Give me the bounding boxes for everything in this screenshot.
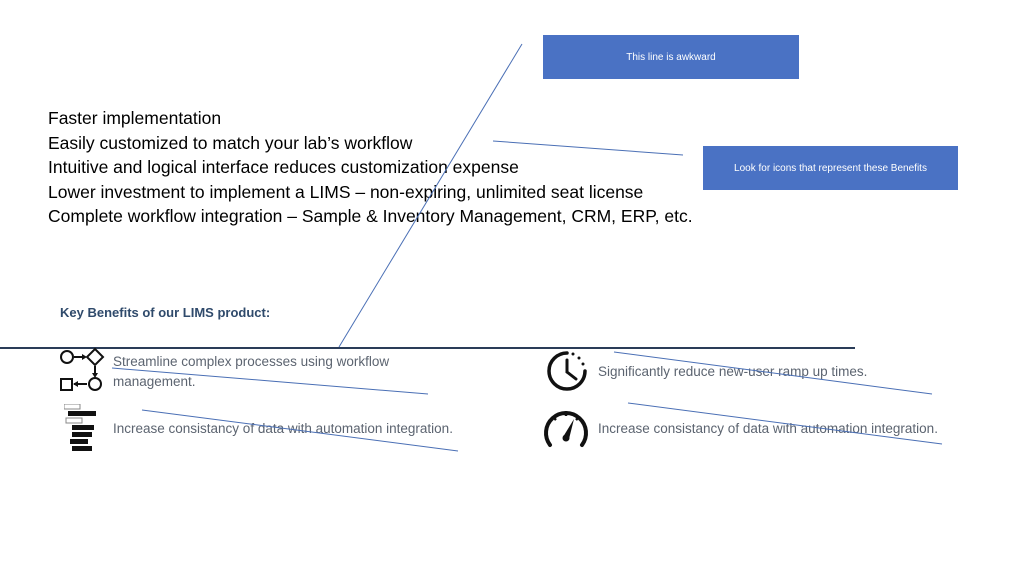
benefit-bullet-list: Faster implementation Easily customized … (48, 106, 693, 229)
benefit-workflow-text: Streamline complex processes using workf… (113, 354, 390, 389)
bullet-item: Complete workflow integration – Sample &… (48, 206, 693, 226)
bullet-item: Intuitive and logical interface reduces … (48, 157, 519, 177)
section-divider (0, 347, 855, 349)
clock-icon (547, 351, 587, 391)
bullet-item: Faster implementation (48, 108, 222, 128)
speedometer-icon (544, 411, 588, 447)
bullet-item: Easily customized to match your lab’s wo… (48, 132, 413, 153)
benefit-consistency-text: Increase consistancy of data with automa… (598, 421, 938, 436)
review-comment-box: This line is awkward (543, 35, 799, 79)
review-comment-text: Look for icons that represent these Bene… (734, 162, 927, 174)
section-title: Key Benefits of our LIMS product: (60, 305, 271, 320)
bullet-item: Lower investment to implement a LIMS – n… (48, 181, 644, 202)
workflow-diagram-icon (60, 347, 105, 391)
bar-stack-icon (64, 404, 96, 451)
benefit-ramp-up-text: Significantly reduce new-user ramp up ti… (598, 364, 868, 379)
review-comment-text: This line is awkward (626, 51, 716, 63)
review-comment-box: Look for icons that represent these Bene… (703, 146, 958, 190)
benefit-consistency-text: Increase consistancy of data with automa… (113, 421, 453, 436)
